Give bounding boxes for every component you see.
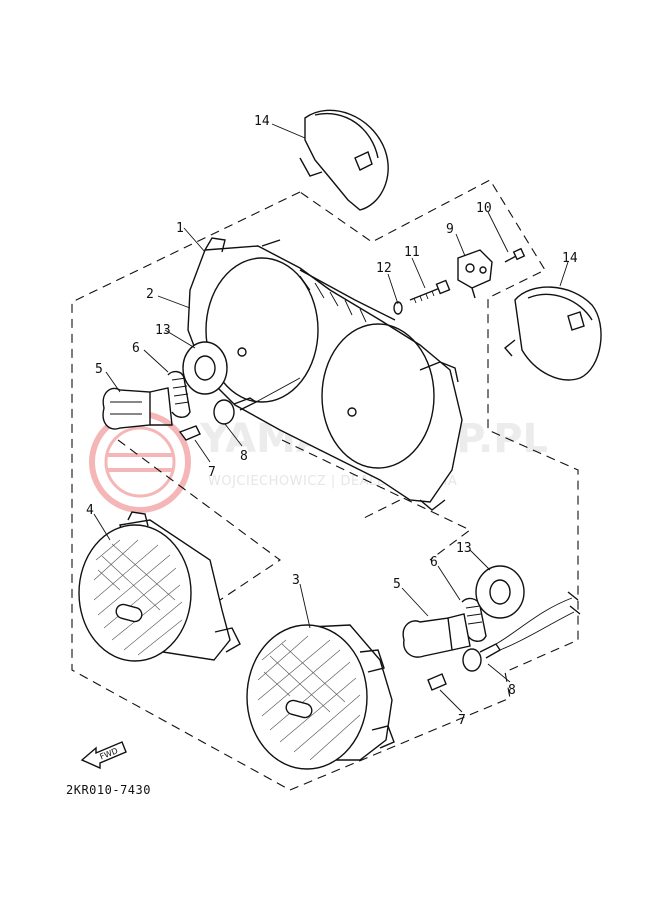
callout-4: 4 — [86, 503, 94, 518]
callouts: 14 1 2 13 6 5 7 8 12 11 9 10 14 4 3 13 6… — [86, 114, 578, 728]
bulb-cover-left — [182, 341, 228, 395]
grommet-left — [213, 377, 301, 425]
callout-5-right: 5 — [393, 577, 401, 592]
callout-6-left: 6 — [132, 341, 140, 356]
assembly-boundary — [71, 179, 579, 791]
callout-3: 3 — [292, 573, 300, 588]
watermark-logo — [89, 411, 191, 513]
lens-unit-left — [78, 511, 241, 662]
bulb-left — [102, 387, 173, 430]
adjuster-screw-small — [504, 247, 526, 263]
bulb-right — [402, 613, 471, 658]
adjuster-bracket — [457, 249, 493, 299]
bulb-socket-spring-right — [461, 597, 487, 642]
callout-14-right: 14 — [562, 251, 578, 266]
bulb-socket-spring-left — [167, 370, 191, 418]
callout-5-left: 5 — [95, 362, 103, 377]
callout-2: 2 — [146, 287, 154, 302]
callout-8-left: 8 — [240, 449, 248, 464]
bulb-socket-small-right — [427, 673, 447, 691]
forward-arrow: FWD — [80, 741, 127, 770]
grommet-right — [462, 591, 581, 672]
callout-1: 1 — [176, 221, 184, 236]
callout-9: 9 — [446, 222, 454, 237]
callout-13-right: 13 — [456, 541, 472, 556]
callout-11: 11 — [404, 245, 420, 260]
callout-8-right: 8 — [508, 683, 516, 698]
adjuster-screw-long — [409, 279, 451, 304]
bulb-socket-small-left — [178, 425, 201, 441]
bulb-cover-right — [475, 565, 525, 619]
headlight-rim-right — [503, 286, 602, 381]
headlight-rim-upper — [299, 109, 389, 211]
lens-unit-right — [246, 624, 395, 770]
leader-lines — [93, 123, 569, 713]
callout-13-left: 13 — [155, 323, 171, 338]
callout-10: 10 — [476, 201, 492, 216]
callout-7-right: 7 — [458, 713, 466, 728]
lens-guide-dashed — [117, 439, 472, 601]
callout-14-upper: 14 — [254, 114, 270, 129]
callout-12: 12 — [376, 261, 392, 276]
adjuster-nut — [393, 301, 403, 315]
diagram-code: 2KR010-7430 — [66, 783, 151, 797]
callout-7-left: 7 — [208, 465, 216, 480]
callout-6-right: 6 — [430, 555, 438, 570]
